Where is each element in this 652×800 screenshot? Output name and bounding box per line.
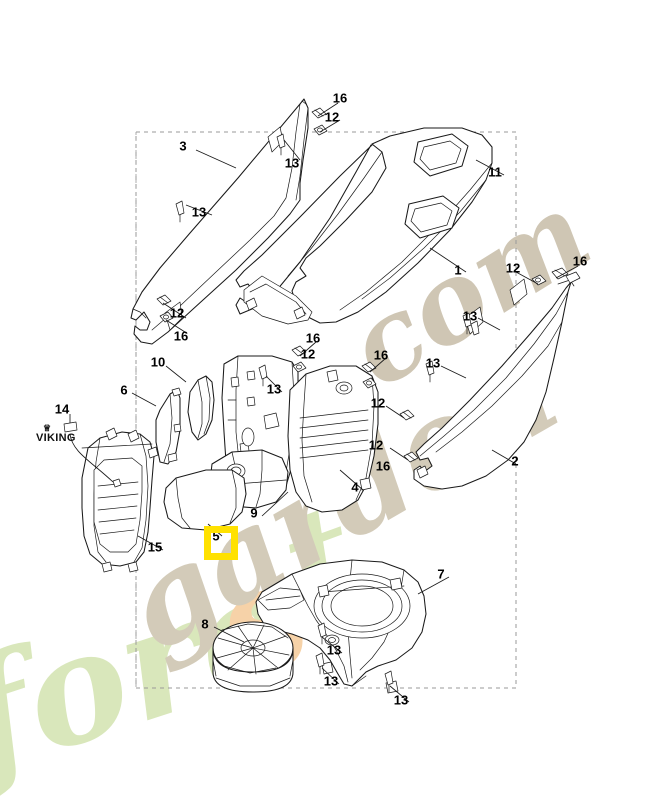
callout-washer-12[interactable]: 12 xyxy=(300,346,316,362)
callout-vent-grommet-frame-11[interactable]: 11 xyxy=(488,164,502,180)
leader-line xyxy=(137,535,164,551)
callout-self-tapping-screw-13[interactable]: 13 xyxy=(425,355,441,371)
callout-self-tapping-screw-13[interactable]: 13 xyxy=(266,381,282,397)
leader-line xyxy=(389,685,410,703)
crown-icon: ♕ xyxy=(43,423,52,433)
callout-self-tapping-screw-13[interactable]: 13 xyxy=(284,155,300,171)
leader-line xyxy=(477,317,501,331)
part-3-left-side-panel xyxy=(130,98,309,345)
callout-brand-decal-14[interactable]: 14 xyxy=(54,401,70,417)
callout-washer-12[interactable]: 12 xyxy=(169,305,185,321)
leader-line xyxy=(321,667,340,685)
leader-line xyxy=(515,271,539,285)
leader-line xyxy=(317,102,339,117)
callout-left-insert-trim-6[interactable]: 6 xyxy=(120,382,128,398)
leader-line xyxy=(429,247,467,273)
part-2-right-side-panel xyxy=(413,278,575,490)
brand-name: VIKING xyxy=(36,432,76,444)
callout-louvered-grille-panel-15[interactable]: 15 xyxy=(147,539,163,555)
callout-left-side-panel-3[interactable]: 3 xyxy=(179,138,187,154)
leader-line xyxy=(417,576,450,595)
part-14-decal-leader xyxy=(63,421,114,483)
part-8-fan-impeller xyxy=(212,621,294,693)
callout-hex-nut-16[interactable]: 16 xyxy=(332,90,348,106)
callout-fan-housing-7[interactable]: 7 xyxy=(437,566,445,582)
leader-line xyxy=(389,447,409,461)
leader-line xyxy=(261,491,289,517)
leader-line xyxy=(385,405,405,419)
part-4-center-shroud xyxy=(221,355,379,513)
callout-right-insert-trim-10[interactable]: 10 xyxy=(150,354,166,370)
leader-line xyxy=(321,636,343,654)
part-6-left-insert-trim xyxy=(155,387,182,465)
leader-line xyxy=(299,341,317,357)
leader-line xyxy=(165,365,187,383)
callout-fan-impeller-8[interactable]: 8 xyxy=(201,616,209,632)
callout-self-tapping-screw-13[interactable]: 13 xyxy=(323,673,339,689)
viking-brand-decal: ♕ VIKING xyxy=(36,424,76,445)
leader-line xyxy=(440,365,467,379)
callout-washer-12[interactable]: 12 xyxy=(324,109,340,125)
callout-self-tapping-screw-13[interactable]: 13 xyxy=(191,204,207,220)
leader-line xyxy=(369,357,387,373)
leader-line xyxy=(131,392,157,407)
leader-line xyxy=(491,449,517,465)
leader-line xyxy=(265,375,283,393)
leader-line xyxy=(555,265,579,279)
part-10-right-insert-trim xyxy=(187,375,215,441)
leader-line xyxy=(319,119,341,133)
callout-hex-nut-16[interactable]: 16 xyxy=(373,347,389,363)
callout-self-tapping-screw-13[interactable]: 13 xyxy=(326,642,342,658)
callout-hex-nut-16[interactable]: 16 xyxy=(173,328,189,344)
callout-washer-12[interactable]: 12 xyxy=(368,437,384,453)
callout-engine-hood-cover-1[interactable]: 1 xyxy=(454,262,462,278)
leader-line xyxy=(195,149,237,169)
leader-line xyxy=(475,159,505,176)
callout-hex-nut-16[interactable]: 16 xyxy=(305,330,321,346)
callout-access-flap-cover-5[interactable]: 5 xyxy=(212,528,220,544)
callout-washer-12[interactable]: 12 xyxy=(370,395,386,411)
callout-washer-12[interactable]: 12 xyxy=(505,260,521,276)
leader-line xyxy=(165,319,186,333)
part-5-access-flap-cover xyxy=(163,469,247,531)
leader-line xyxy=(162,302,187,319)
fasteners-group xyxy=(156,107,581,693)
leader-line xyxy=(339,469,364,491)
callout-latch-bracket-9[interactable]: 9 xyxy=(250,505,258,521)
leader-line xyxy=(185,204,213,216)
part-15-louvered-grille-panel xyxy=(81,427,159,573)
callout-right-side-panel-2[interactable]: 2 xyxy=(511,453,519,469)
callout-self-tapping-screw-13[interactable]: 13 xyxy=(462,308,478,324)
leader-line xyxy=(283,139,301,161)
leader-lines xyxy=(69,102,579,703)
leader-line xyxy=(213,626,245,643)
part-1-engine-hood-cover xyxy=(235,127,493,325)
callout-hex-nut-16[interactable]: 16 xyxy=(375,458,391,474)
callout-self-tapping-screw-13[interactable]: 13 xyxy=(393,692,409,708)
part-7-fan-housing xyxy=(255,559,427,694)
callout-center-shroud-4[interactable]: 4 xyxy=(351,479,359,495)
callout-hex-nut-16[interactable]: 16 xyxy=(572,253,588,269)
